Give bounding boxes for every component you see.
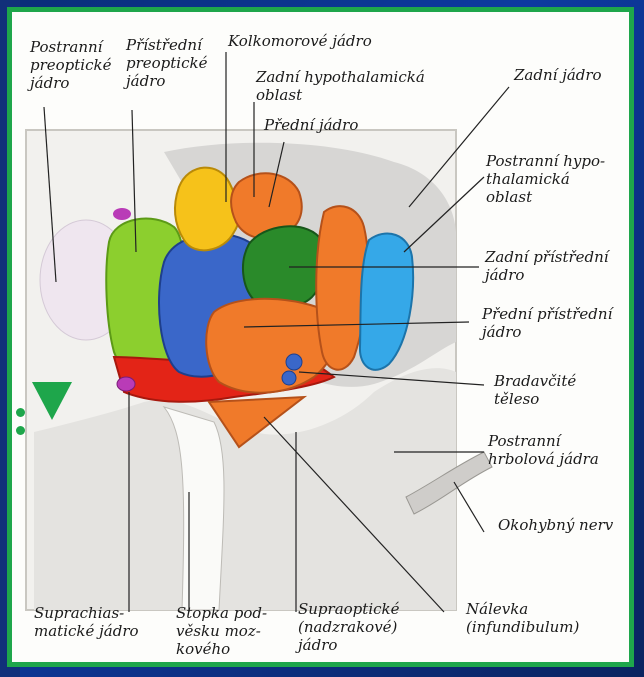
- label-predni-jadro: Přední jádro: [264, 116, 358, 134]
- slide-arrow-marker: [32, 382, 72, 420]
- label-stopka: Stopka pod- věsku moz- kového: [176, 604, 267, 658]
- label-postranni-hypothalamicka: Postranní hypo- thalamická oblast: [486, 152, 605, 206]
- label-predni-pristredni: Přední přístřední jádro: [482, 305, 612, 341]
- label-zadni-pristredni: Zadní přístřední jádro: [485, 248, 609, 284]
- label-postranni-preopticke: Postranní preoptické jádro: [30, 38, 111, 92]
- suprachiasmatic-nucleus: [117, 377, 135, 391]
- label-postranni-hrbolova: Postranní hrbolová jádra: [488, 432, 599, 468]
- label-okohybny: Okohybný nerv: [498, 516, 613, 534]
- leader-okohybny: [454, 482, 484, 532]
- slide-dot-1: [16, 408, 25, 417]
- label-zadni-jadro: Zadní jádro: [514, 66, 602, 84]
- purple-spot-top: [113, 208, 131, 220]
- label-suprachiasmaticke: Suprachias- matické jádro: [34, 604, 139, 640]
- label-kolkomorove: Kolkomorové jádro: [228, 32, 372, 50]
- slide-dot-2: [16, 426, 25, 435]
- label-zadni-hypothalamicka: Zadní hypothalamická oblast: [256, 68, 425, 104]
- label-pristredni-preopticke: Přístřední preoptické jádro: [126, 36, 207, 90]
- label-nalevka: Nálevka (infundibulum): [466, 600, 579, 636]
- label-bradavcite: Bradavčité těleso: [494, 372, 576, 408]
- label-supraopticke: Supraoptické (nadzrakové) jádro: [298, 600, 399, 654]
- mammillary-body-2: [282, 371, 296, 385]
- mammillary-body-1: [286, 354, 302, 370]
